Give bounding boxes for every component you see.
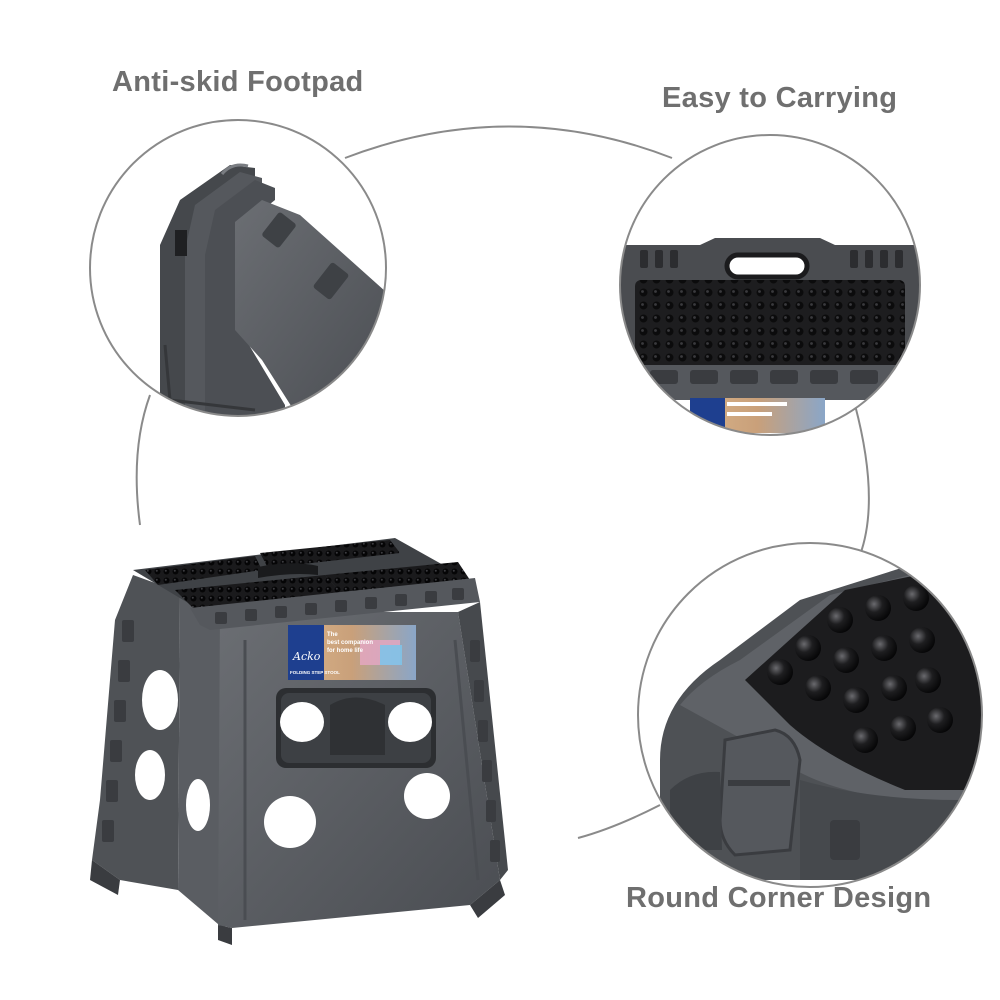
tagline-1: The [327,632,338,638]
carrying-handle-detail-circle [619,134,921,436]
product-name: FOLDING STEP STOOL [290,670,340,675]
brand-name: Acko [292,650,321,663]
round-corner-detail-circle [637,542,983,888]
anti-skid-detail-circle [89,119,387,417]
connector-top-arc [344,125,673,159]
anti-skid-footpad-caption: Anti-skid Footpad [112,66,364,98]
connector-lines [135,125,870,839]
round-corner-design-caption: Round Corner Design [626,882,932,914]
brand-label: Acko FOLDING STEP STOOL The best compani… [288,625,416,680]
connector-left-arc [135,394,151,526]
easy-to-carrying-caption: Easy to Carrying [662,82,898,114]
folding-step-stool: Acko FOLDING STEP STOOL The best compani… [90,538,508,945]
tagline-3: for home life [327,648,364,654]
connector-bottom-line [577,804,661,839]
tagline-2: best companion [327,640,373,646]
connector-right-arc [854,404,870,556]
